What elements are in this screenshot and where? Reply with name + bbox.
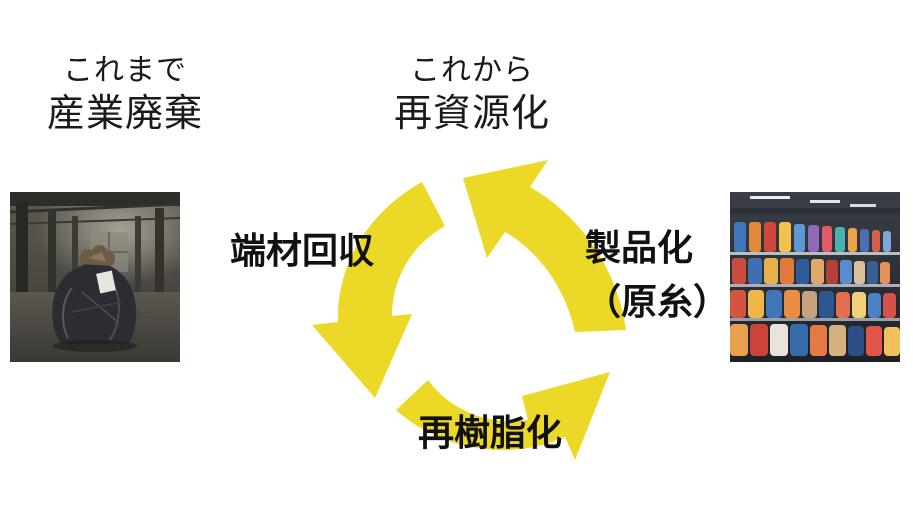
past-title: 産業廃棄 xyxy=(46,90,203,135)
factory-waste-illustration xyxy=(10,192,180,362)
factory-waste-photo xyxy=(10,192,180,362)
thread-spool-photo xyxy=(730,192,900,362)
past-subheading: これまで xyxy=(63,53,187,88)
arrow-to-product xyxy=(463,160,626,332)
step-scrap-collection: 端材回収 xyxy=(230,231,375,272)
past-heading: これまで 産業廃棄 xyxy=(25,52,225,137)
step-product-line1: 製品化 xyxy=(585,228,694,269)
thread-spool-illustration xyxy=(730,192,900,362)
future-title: 再資源化 xyxy=(393,90,550,135)
step-product: 製品化 （原糸） xyxy=(585,222,729,330)
arrow-to-resin xyxy=(396,372,610,460)
future-subheading: これから xyxy=(410,53,534,88)
step-product-line2: （原糸） xyxy=(585,282,730,323)
step-re-resin: 再樹脂化 xyxy=(418,413,563,454)
future-heading: これから 再資源化 xyxy=(372,52,572,137)
arrow-to-collect xyxy=(312,182,445,398)
